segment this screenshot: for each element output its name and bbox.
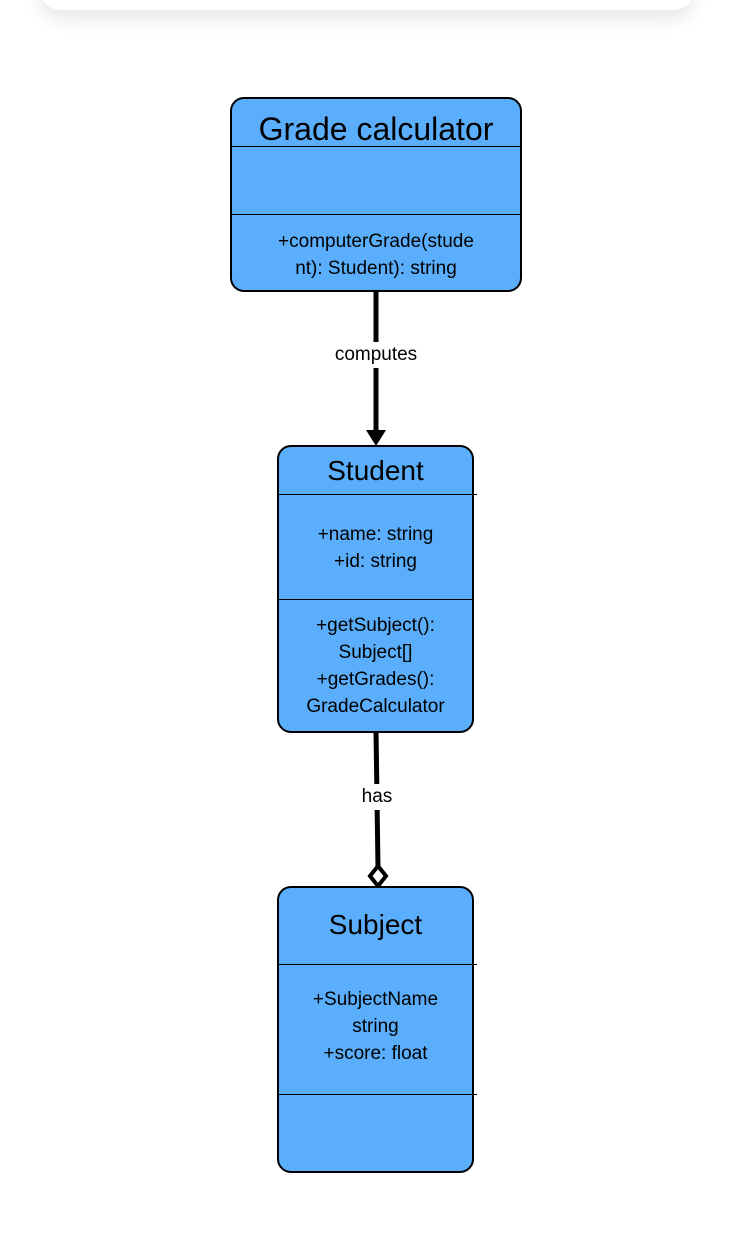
attribute-line: +SubjectName [312, 989, 439, 1010]
subject-class[interactable]: Subject +SubjectName string +score: floa… [277, 886, 477, 1173]
method-divider [232, 214, 520, 215]
attribute-line: string [352, 1016, 399, 1037]
method-line: +getSubject(): [316, 615, 435, 636]
attribute-line: +id: string [334, 551, 417, 572]
method-divider [279, 599, 472, 600]
attributes-section: +name: string +id: string [279, 521, 472, 575]
methods-section: +getSubject(): Subject[] +getGrades(): G… [279, 612, 472, 720]
filled-arrow-head [366, 430, 386, 446]
attribute-divider [279, 494, 477, 495]
attributes-section: +SubjectName string +score: float [279, 986, 472, 1067]
methods-section: +computerGrade(stude nt): Student): stri… [232, 228, 520, 282]
attribute-line: +score: float [323, 1043, 428, 1064]
method-line: +computerGrade(stude [278, 231, 474, 252]
method-line: nt): Student): string [295, 258, 457, 279]
grade-calculator-class[interactable]: Grade calculator +computerGrade(stude nt… [230, 97, 522, 292]
student-class[interactable]: Student +name: string +id: string +getSu… [277, 445, 477, 733]
top-shadow-bar [40, 0, 694, 10]
aggregation-diamond [367, 862, 389, 890]
attribute-line: +name: string [317, 524, 434, 545]
class-name: Subject [328, 909, 423, 940]
method-line: Subject[] [338, 642, 413, 663]
class-name: Grade calculator [258, 111, 494, 147]
class-name: Student [327, 455, 424, 486]
computes-label: computes [323, 342, 429, 368]
method-line: +getGrades(): [316, 669, 435, 690]
method-divider [279, 1094, 477, 1095]
attribute-divider [232, 146, 520, 147]
method-line: GradeCalculator [306, 696, 445, 717]
has-label: has [350, 784, 404, 810]
attribute-divider [279, 964, 477, 965]
